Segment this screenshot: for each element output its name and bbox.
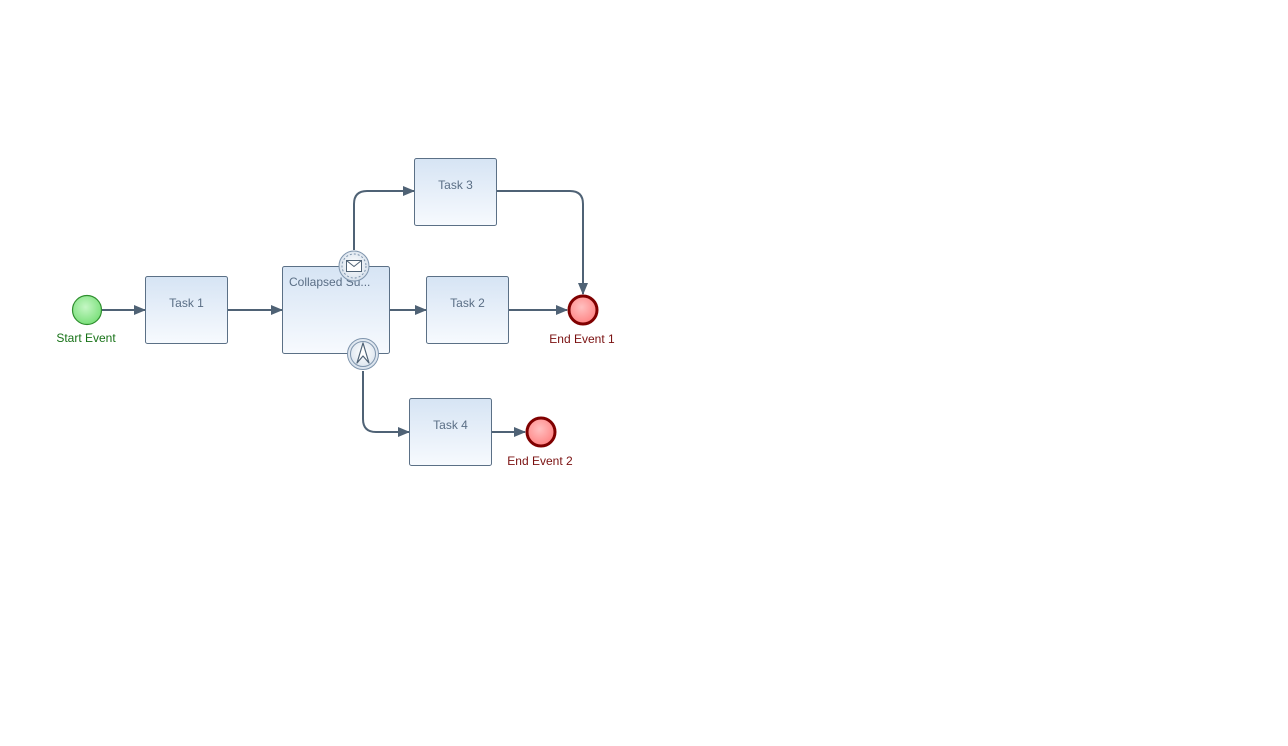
collapsed-subprocess[interactable]: Collapsed Su...: [282, 266, 390, 354]
sequence-flows: [102, 186, 588, 437]
end-event-1[interactable]: End Event 1: [549, 294, 615, 346]
task-4-box[interactable]: [409, 398, 492, 466]
end-event-2[interactable]: End Event 2: [507, 416, 573, 468]
task-1-box[interactable]: [145, 276, 228, 344]
end-event-2-label: End Event 2: [507, 454, 573, 468]
task-2[interactable]: Task 2: [426, 276, 509, 344]
message-boundary-inner-ring: [341, 253, 367, 279]
escalation-boundary-inner-ring: [350, 341, 376, 367]
task-2-box[interactable]: [426, 276, 509, 344]
flow-message-to-task3[interactable]: [353, 186, 415, 250]
start-event-label: Start Event: [56, 331, 116, 345]
task-3-box[interactable]: [414, 158, 497, 226]
task-1-label: Task 1: [169, 296, 204, 310]
start-event[interactable]: Start Event: [56, 294, 116, 346]
end-event-2-circle[interactable]: [525, 416, 557, 448]
message-boundary-event[interactable]: [338, 250, 370, 282]
flow-escalation-to-task4[interactable]: [362, 371, 410, 437]
end-event-1-label: End Event 1: [549, 332, 615, 346]
end-event-1-circle[interactable]: [567, 294, 599, 326]
task-3[interactable]: Task 3: [414, 158, 497, 226]
task-4[interactable]: Task 4: [409, 398, 492, 466]
escalation-boundary-event[interactable]: [347, 338, 379, 370]
envelope-icon: [346, 260, 362, 272]
task-1[interactable]: Task 1: [145, 276, 228, 344]
escalation-arrow-icon: [356, 342, 370, 364]
task-3-label: Task 3: [438, 178, 473, 192]
task-2-label: Task 2: [450, 296, 485, 310]
start-event-circle[interactable]: [71, 294, 103, 326]
flow-task3-to-end1[interactable]: [497, 190, 588, 295]
collapsed-subprocess-box[interactable]: [282, 266, 390, 354]
task-4-label: Task 4: [433, 418, 468, 432]
